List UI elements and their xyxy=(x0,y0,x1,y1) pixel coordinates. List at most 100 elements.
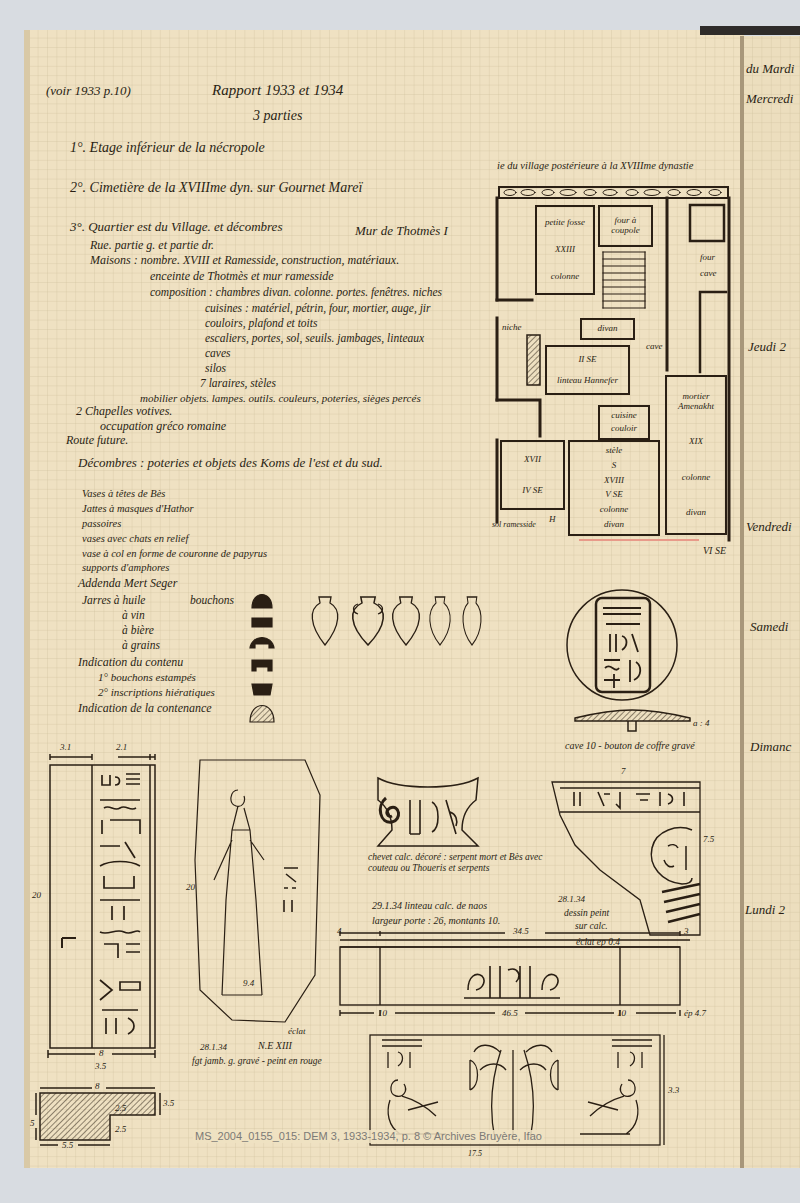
village-plan-part-part xyxy=(603,252,645,308)
room-label: II SE xyxy=(578,355,596,365)
day-heading: Samedi xyxy=(750,620,788,635)
lintel-relief-part xyxy=(370,1035,660,1145)
day-heading: Mercredi xyxy=(746,92,793,107)
village-plan-part xyxy=(690,205,724,241)
handwritten-note: mobilier objets. lampes. outils. couleur… xyxy=(140,392,421,405)
handwritten-note: vases avec chats en relief xyxy=(82,533,188,545)
paper-sheet xyxy=(24,30,744,1168)
painted-fragment xyxy=(552,782,700,935)
dimension-label: ép 4.7 xyxy=(684,1008,706,1018)
handwritten-note: couloirs, plafond et toits xyxy=(205,317,317,330)
dimension-label: 3.3 xyxy=(668,1085,679,1095)
plan-room: divan xyxy=(580,318,635,340)
naos-lintel-part xyxy=(464,966,560,998)
dimension-label: 8 xyxy=(99,1048,104,1058)
next-page-grid xyxy=(744,36,800,1168)
lintel-relief-part xyxy=(580,1080,638,1134)
dimension-label: 2.5 xyxy=(115,1124,126,1134)
dimension-label: 20 xyxy=(32,890,41,900)
room-label: couloir xyxy=(611,424,637,434)
room-label: divan xyxy=(604,520,624,530)
village-plan-part xyxy=(504,190,721,196)
village-plan-part xyxy=(497,400,540,436)
drawing-caption: cave 10 - bouton de coffre gravé xyxy=(565,740,695,752)
naos-lintel-part xyxy=(380,947,620,1005)
room-label: petite fosse xyxy=(545,218,585,228)
stopper-profiles-part xyxy=(250,706,274,723)
dimension-label: 3.5 xyxy=(163,1098,174,1108)
headrest xyxy=(378,778,478,846)
door-jamb-part xyxy=(36,1088,160,1145)
drawing-caption: sur calc. xyxy=(575,921,608,932)
day-heading: du Mardi xyxy=(746,62,794,77)
village-plan-part-part xyxy=(709,190,721,196)
handwritten-note: vase à col en forme de couronne de papyr… xyxy=(82,548,267,560)
knob-seal-part xyxy=(567,590,677,700)
handwritten-note: occupation gréco romaine xyxy=(100,420,226,434)
room-label: mortier Amenakht xyxy=(669,392,723,412)
handwritten-note: Jarres à huile xyxy=(82,594,145,607)
next-page xyxy=(744,36,800,1168)
handwritten-note: caves xyxy=(205,347,231,360)
stopper-profiles-part xyxy=(252,595,272,609)
drawing-caption: dessin peint xyxy=(564,908,609,919)
village-plan-part-part xyxy=(603,190,617,196)
village-plan-part-part xyxy=(584,190,596,196)
room-label: cuisine xyxy=(611,411,637,421)
plan-room: XVIIIV SE xyxy=(500,440,565,510)
village-plan xyxy=(497,187,729,540)
stopper-profiles-part xyxy=(250,638,274,649)
jar-profiles xyxy=(312,597,481,645)
village-plan-part-part xyxy=(644,190,660,196)
jamb-fragment-part xyxy=(214,790,264,995)
page-gutter xyxy=(740,36,744,1168)
lintel-relief-part xyxy=(474,1045,552,1140)
plan-room: cuisine couloir xyxy=(598,405,650,440)
plan-label: four xyxy=(700,252,715,262)
village-plan-part xyxy=(527,335,540,385)
page-title: Rapport 1933 et 1934 xyxy=(212,82,343,99)
door-jamb-part xyxy=(62,938,76,948)
handwritten-note: 1° bouchons estampés xyxy=(98,671,196,684)
plan-room: II SElinteau Hannefer xyxy=(545,345,630,395)
handwritten-note: 2° inscriptions hiératiques xyxy=(98,686,215,699)
dimension-label: 10 xyxy=(617,1008,626,1018)
village-plan-part xyxy=(580,539,698,541)
handwritten-note: Jattes à masques d'Hathor xyxy=(82,503,194,515)
door-jamb-part xyxy=(50,754,155,760)
handwritten-note: Indication du contenu xyxy=(78,656,183,670)
door-jamb-part xyxy=(50,765,155,1048)
lintel-relief-part xyxy=(470,1060,558,1090)
plan-room: stèleSXVIIIV SEcolonnedivan xyxy=(568,440,660,536)
village-plan-part-part xyxy=(560,190,576,196)
handwritten-note: Rue. partie g. et partie dr. xyxy=(90,239,214,253)
jar-profiles-part xyxy=(393,597,420,645)
dimension-label: a : 4 xyxy=(693,718,710,728)
dimension-label: 3.1 xyxy=(60,742,71,752)
plan-room: mortier AmenakhtXIXcolonnedivan xyxy=(665,375,727,535)
plan-room: petite fosseXXIIIcolonne xyxy=(535,205,595,295)
drawing-caption: largeur porte : 26, montants 10. xyxy=(372,915,500,927)
jamb-fragment xyxy=(195,760,320,1022)
drawing-caption: ie du village postérieure à la XVIIIme d… xyxy=(497,160,693,172)
handwritten-note: enceinte de Thotmès et mur ramesside xyxy=(150,270,334,284)
jar-profiles-part xyxy=(312,597,337,645)
dimension-label: 7.5 xyxy=(703,834,714,844)
dimension-label: 17.5 xyxy=(468,1149,482,1158)
plan-label: niche xyxy=(502,322,522,332)
plan-label: H xyxy=(549,514,556,524)
dimension-label: 5.5 xyxy=(62,1140,73,1150)
handwritten-note: composition : chambres divan. colonne. p… xyxy=(150,286,442,299)
dimension-label: 4 xyxy=(337,926,342,936)
stopper-profiles-part xyxy=(252,618,272,627)
paper-grid xyxy=(24,30,744,1168)
handwritten-note: Vases à têtes de Bès xyxy=(82,488,165,500)
jar-profiles-part xyxy=(354,604,383,614)
room-label: XVIII xyxy=(604,476,624,486)
drawing-caption: 28.1.34 xyxy=(558,894,585,904)
naos-lintel xyxy=(340,931,690,1016)
room-label: colonne xyxy=(600,505,629,515)
knob-seal xyxy=(567,590,690,731)
